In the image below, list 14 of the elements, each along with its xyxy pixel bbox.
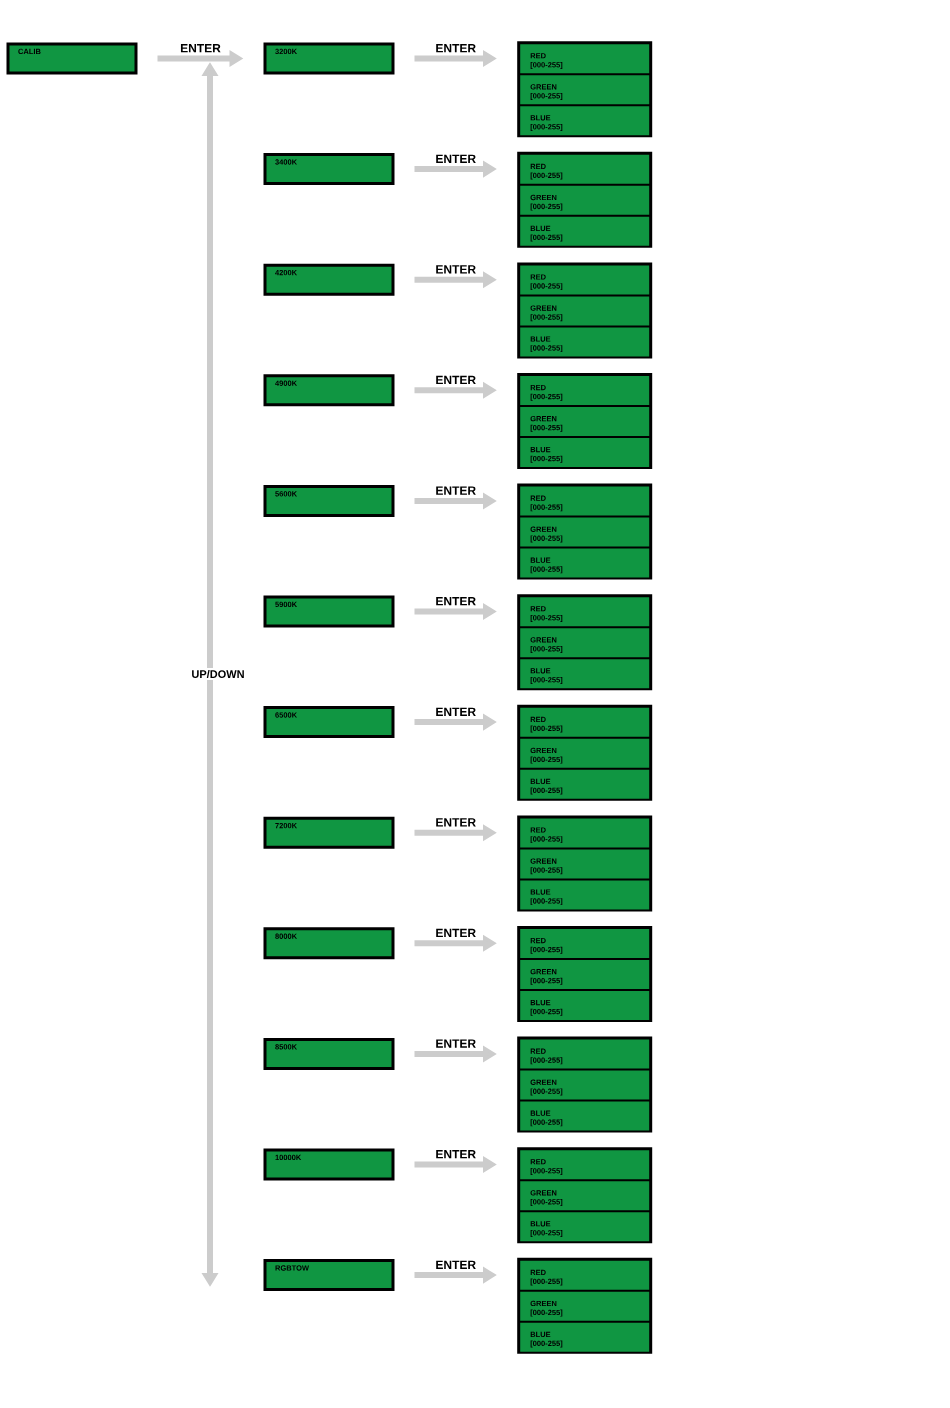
direction-label: UP/DOWN [189, 667, 247, 681]
edge-label: ENTER [436, 1260, 476, 1269]
edge-label: ENTER [436, 597, 476, 606]
edge-label: ENTER [436, 486, 476, 495]
edge-label: ENTER [436, 707, 476, 716]
edge-label: ENTER [436, 1039, 476, 1048]
edge-label: ENTER [436, 265, 476, 274]
edge-label: ENTER [436, 44, 476, 53]
edge-label: ENTER [180, 44, 221, 53]
edge-label: ENTER [436, 375, 476, 385]
edge-label: ENTER [436, 818, 476, 827]
edge-label: ENTER [436, 154, 476, 163]
edge-label: ENTER [436, 928, 476, 938]
edge-label: ENTER [436, 1150, 476, 1159]
